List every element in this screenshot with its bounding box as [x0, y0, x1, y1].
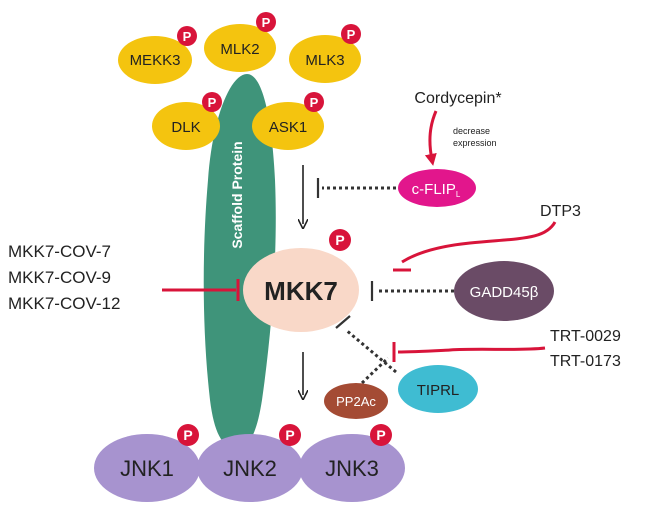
kinase-dlk: DLK [152, 102, 220, 150]
cordycepin-label: Cordycepin* [414, 90, 501, 107]
tiprl-label: TIPRL [417, 382, 460, 399]
trt-compound-1: TRT-0029 [550, 328, 621, 345]
svg-text:P: P [208, 95, 217, 110]
jnk2-node: JNK2 [197, 434, 303, 502]
covalent-inhibitor-2: MKK7-COV-9 [8, 268, 111, 287]
phospho-badge-mekk3: P [177, 26, 197, 46]
mkk7-node: MKK7 [243, 248, 359, 332]
kinase-ask1-label: ASK1 [269, 119, 307, 136]
trt-inhibition-line [397, 346, 546, 354]
svg-text:P: P [310, 95, 319, 110]
pp2ac-inhibition-line [360, 356, 390, 385]
svg-text:P: P [183, 427, 192, 443]
covalent-inhibitor-1: MKK7-COV-7 [8, 242, 111, 261]
cflip-label: c-FLIP [412, 181, 456, 198]
phospho-badge-dlk: P [202, 92, 222, 112]
cordycepin-effect-line1: decrease [453, 126, 490, 136]
kinase-mlk3: MLK3 [289, 35, 361, 83]
phospho-badge-jnk3: P [370, 424, 392, 446]
kinase-mekk3-label: MEKK3 [130, 52, 181, 69]
jnk3-label: JNK3 [325, 456, 379, 481]
svg-text:P: P [262, 15, 271, 30]
phospho-badge-jnk2: P [279, 424, 301, 446]
mkk7-inhibition-bar-lower [335, 315, 351, 329]
cordycepin-effect-line2: expression [453, 138, 497, 148]
mkk7-label: MKK7 [264, 276, 338, 306]
kinase-dlk-label: DLK [171, 119, 200, 136]
covalent-inhibitor-3: MKK7-COV-12 [8, 294, 120, 313]
phospho-badge-ask1: P [304, 92, 324, 112]
tiprl-node: TIPRL [398, 365, 478, 413]
trt-compound-2: TRT-0173 [550, 353, 621, 370]
phospho-badge-mkk7: P [329, 229, 351, 251]
cordycepin-arrow [424, 110, 438, 166]
gadd45-label: GADD45β [470, 284, 539, 301]
kinase-mlk2: MLK2 [204, 24, 276, 72]
kinase-mekk3: MEKK3 [118, 36, 192, 84]
svg-text:P: P [335, 232, 344, 248]
svg-text:c-FLIPL: c-FLIPL [412, 181, 461, 199]
gadd45-node: GADD45β [454, 261, 554, 321]
phospho-badge-jnk1: P [177, 424, 199, 446]
jnk3-node: JNK3 [299, 434, 405, 502]
kinase-mlk2-label: MLK2 [220, 41, 259, 58]
svg-text:P: P [285, 427, 294, 443]
jnk2-label: JNK2 [223, 456, 277, 481]
svg-text:P: P [376, 427, 385, 443]
pp2ac-label: PP2Ac [336, 394, 376, 409]
phospho-badge-mlk2: P [256, 12, 276, 32]
jnk1-label: JNK1 [120, 456, 174, 481]
jnk1-node: JNK1 [94, 434, 200, 502]
kinase-mlk3-label: MLK3 [305, 52, 344, 69]
kinase-ask1: ASK1 [252, 102, 324, 150]
pp2ac-node: PP2Ac [324, 383, 388, 419]
cflip-subscript: L [456, 190, 461, 199]
svg-text:P: P [183, 29, 192, 44]
cflip-node: c-FLIPL [398, 169, 476, 207]
tiprl-inhibition-line [345, 328, 397, 374]
scaffold-protein [203, 74, 276, 448]
dtp3-inhibition-line [401, 221, 557, 264]
phospho-badge-mlk3: P [341, 24, 361, 44]
svg-text:P: P [347, 27, 356, 42]
dtp3-label: DTP3 [540, 203, 581, 220]
scaffold-protein-label: Scaffold Protein [229, 141, 245, 248]
